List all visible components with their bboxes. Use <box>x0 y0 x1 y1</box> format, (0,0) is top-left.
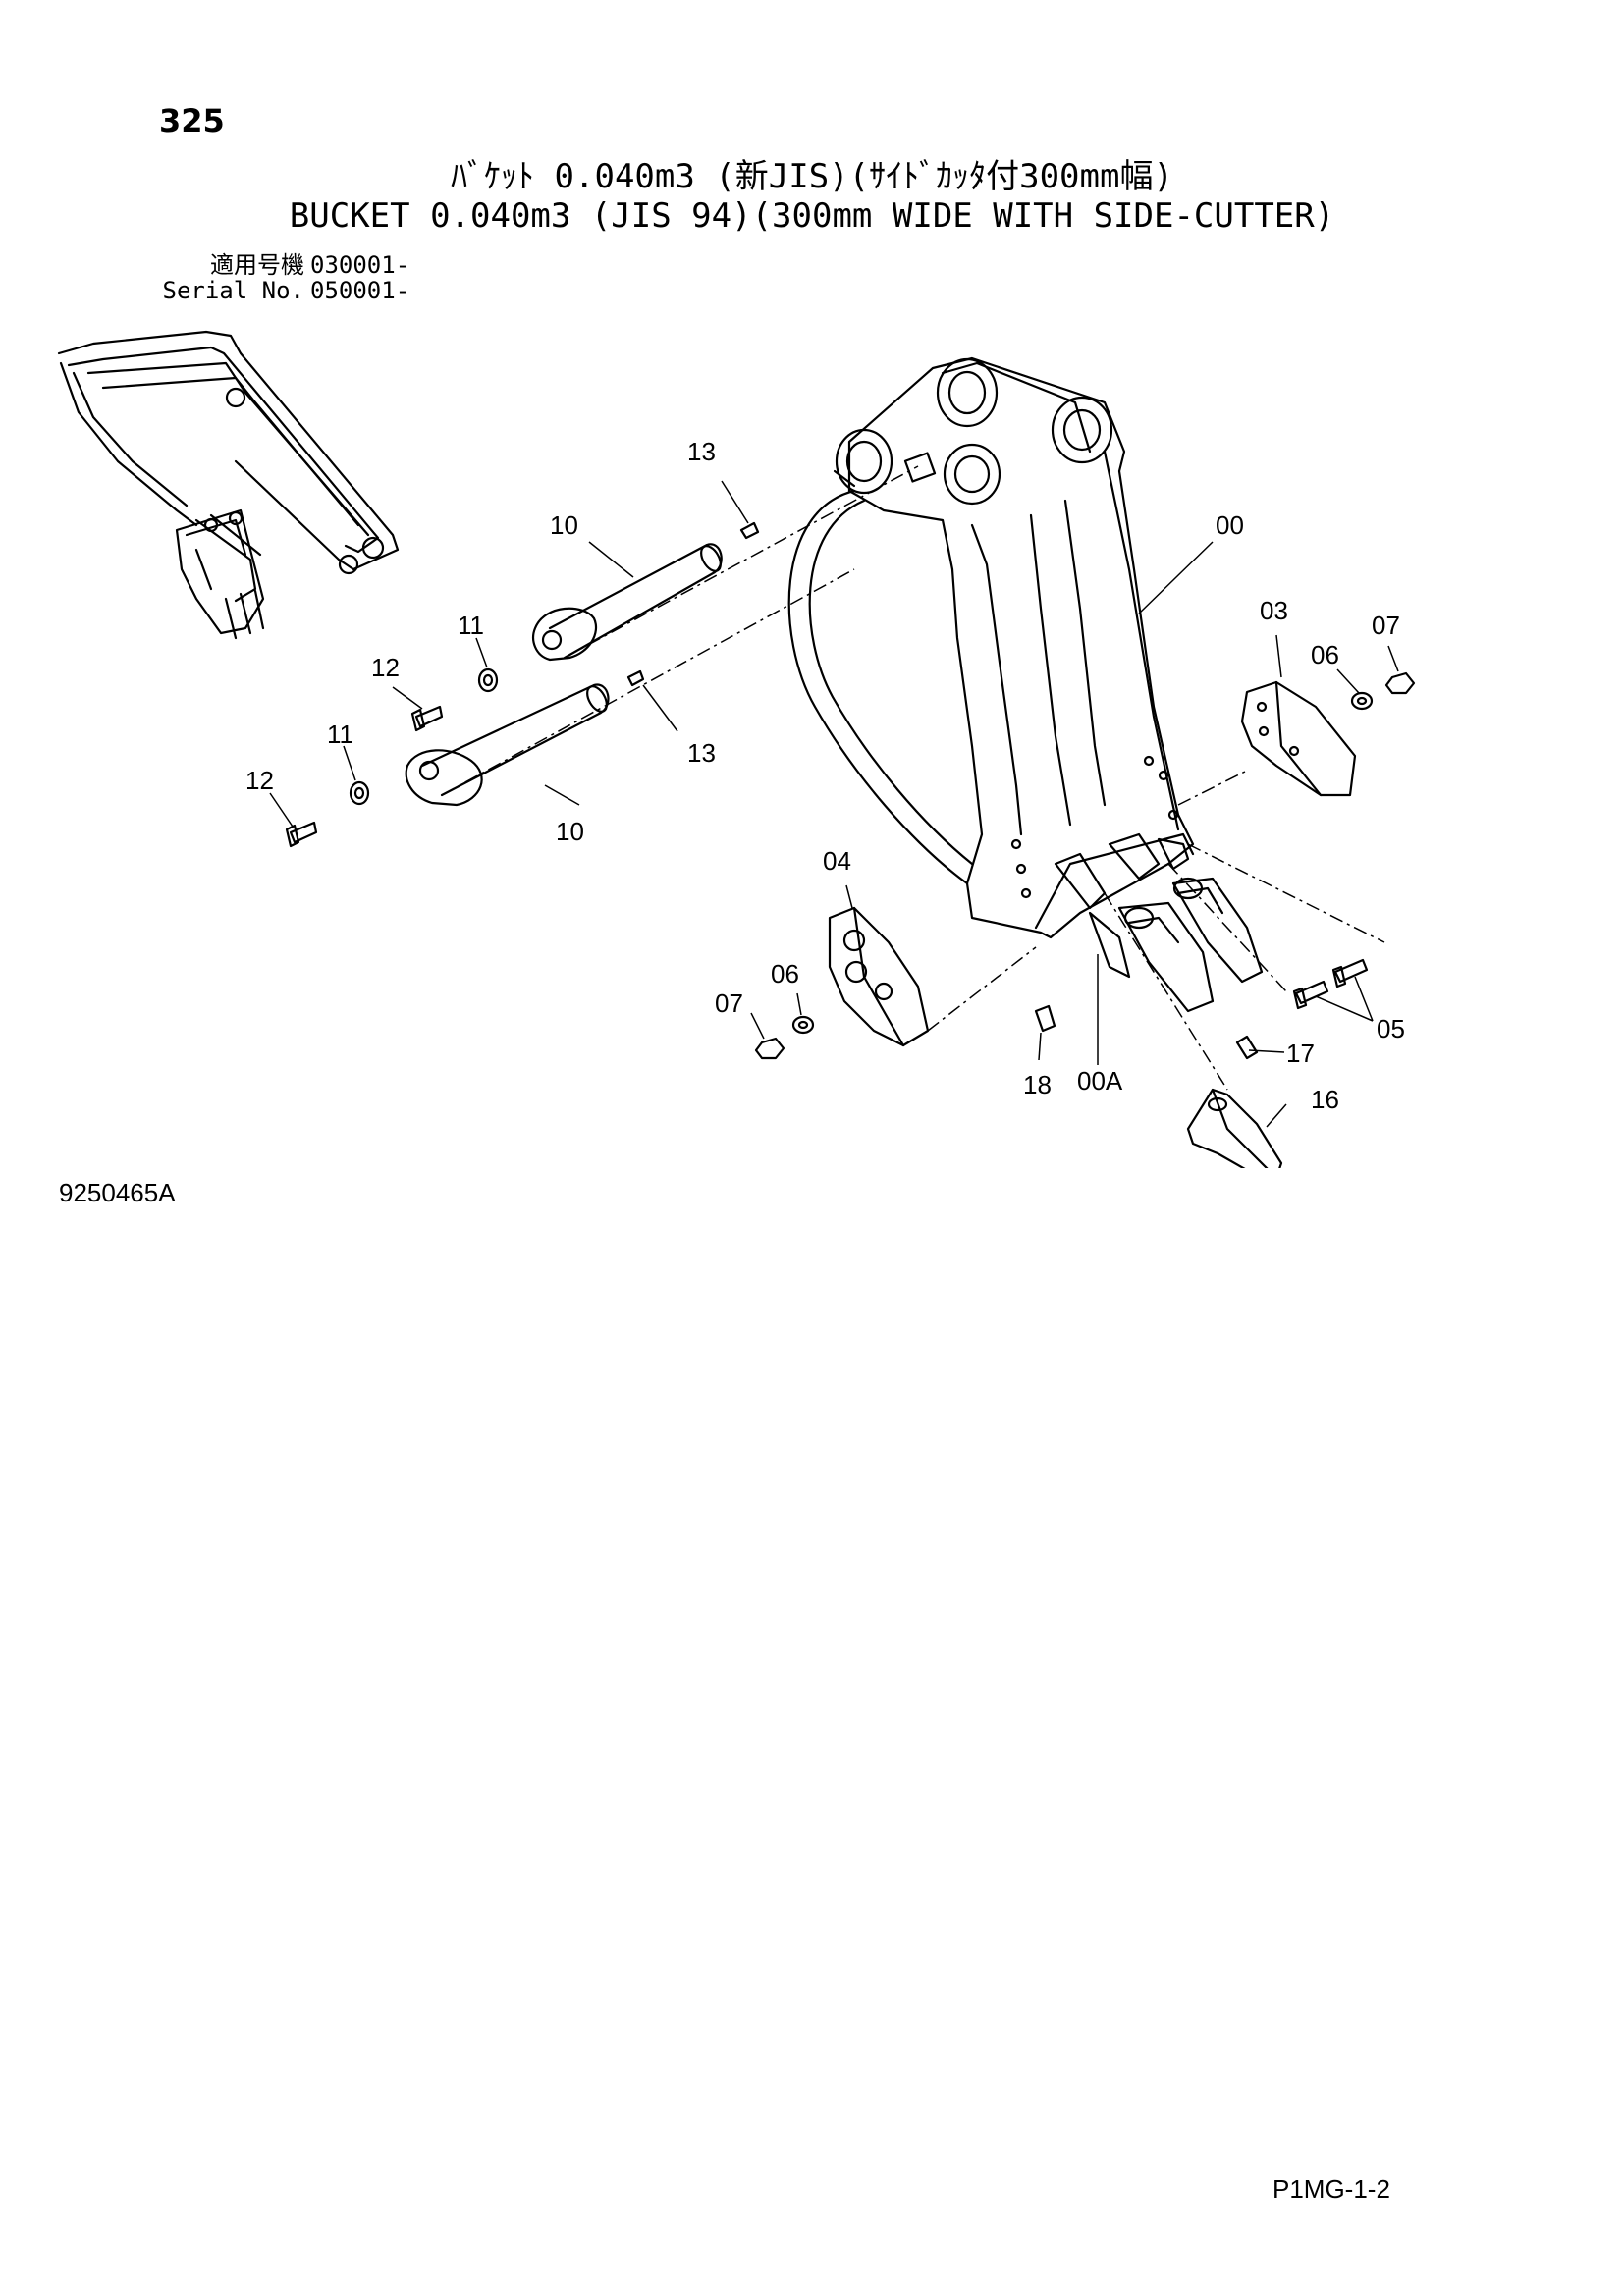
tooth-points <box>1088 877 1264 1013</box>
tooth-point-16 <box>1186 1088 1283 1168</box>
page-number: 325 <box>159 102 225 139</box>
callout-03: 03 <box>1260 596 1288 625</box>
pin-10-upper <box>532 543 723 662</box>
page-code: P1MG-1-2 <box>1272 2174 1390 2204</box>
side-cutter-03 <box>1240 680 1357 797</box>
exploded-parts-diagram <box>57 330 1416 1168</box>
callout-07-right: 07 <box>1372 611 1400 640</box>
callout-07-left: 07 <box>715 988 743 1018</box>
callout-10-upper: 10 <box>550 510 578 540</box>
bolt-12-lower <box>285 821 318 848</box>
bolt-05-b <box>1331 958 1369 988</box>
washer-06-right <box>1350 691 1374 711</box>
arm-overview-illustration <box>57 330 400 640</box>
callout-11-upper: 11 <box>458 611 484 640</box>
grease-nipple-13-upper <box>739 521 760 540</box>
callout-00a: 00A <box>1077 1066 1123 1095</box>
callout-04: 04 <box>823 846 851 876</box>
title-english: BUCKET 0.040m3 (JIS 94)(300mm WIDE WITH … <box>289 196 1335 236</box>
callout-11-lower: 11 <box>327 720 353 749</box>
callout-06-right: 06 <box>1311 640 1339 669</box>
serial-value-jp: 030001- <box>310 251 410 279</box>
grease-nipple-13-lower <box>626 669 645 687</box>
lock-18 <box>1034 1004 1056 1033</box>
bolt-05-a <box>1292 980 1329 1010</box>
bolt-12-upper <box>410 705 444 732</box>
callout-12-lower: 12 <box>245 766 274 795</box>
pin-10-lower <box>405 683 610 807</box>
callout-05: 05 <box>1377 1014 1405 1043</box>
nut-07-right <box>1384 671 1416 695</box>
side-cutter-04 <box>828 906 930 1047</box>
washer-11-lower <box>349 780 370 806</box>
figure-id: 9250465A <box>59 1178 176 1207</box>
callout-13-lower: 13 <box>687 738 716 768</box>
serial-label-jp: 適用号機 <box>210 251 304 279</box>
callout-06-left: 06 <box>771 959 799 988</box>
callout-16: 16 <box>1311 1085 1339 1114</box>
title-japanese: ﾊﾞｹｯﾄ 0.040m3 (新JIS)(ｻｲﾄﾞｶｯﾀ付300mm幅) <box>451 157 1173 196</box>
serial-label-en: Serial No. <box>162 277 305 304</box>
callout-12-upper: 12 <box>371 653 400 682</box>
callout-18: 18 <box>1023 1070 1052 1099</box>
washer-11-upper <box>477 667 499 693</box>
callout-10-lower: 10 <box>556 817 584 846</box>
callout-17: 17 <box>1286 1039 1315 1068</box>
callout-00: 00 <box>1216 510 1244 540</box>
washer-06-left <box>791 1015 815 1035</box>
callout-13-upper: 13 <box>687 437 716 466</box>
serial-value-en: 050001- <box>310 277 410 304</box>
pin-17 <box>1235 1035 1259 1060</box>
nut-07-left <box>754 1037 785 1060</box>
